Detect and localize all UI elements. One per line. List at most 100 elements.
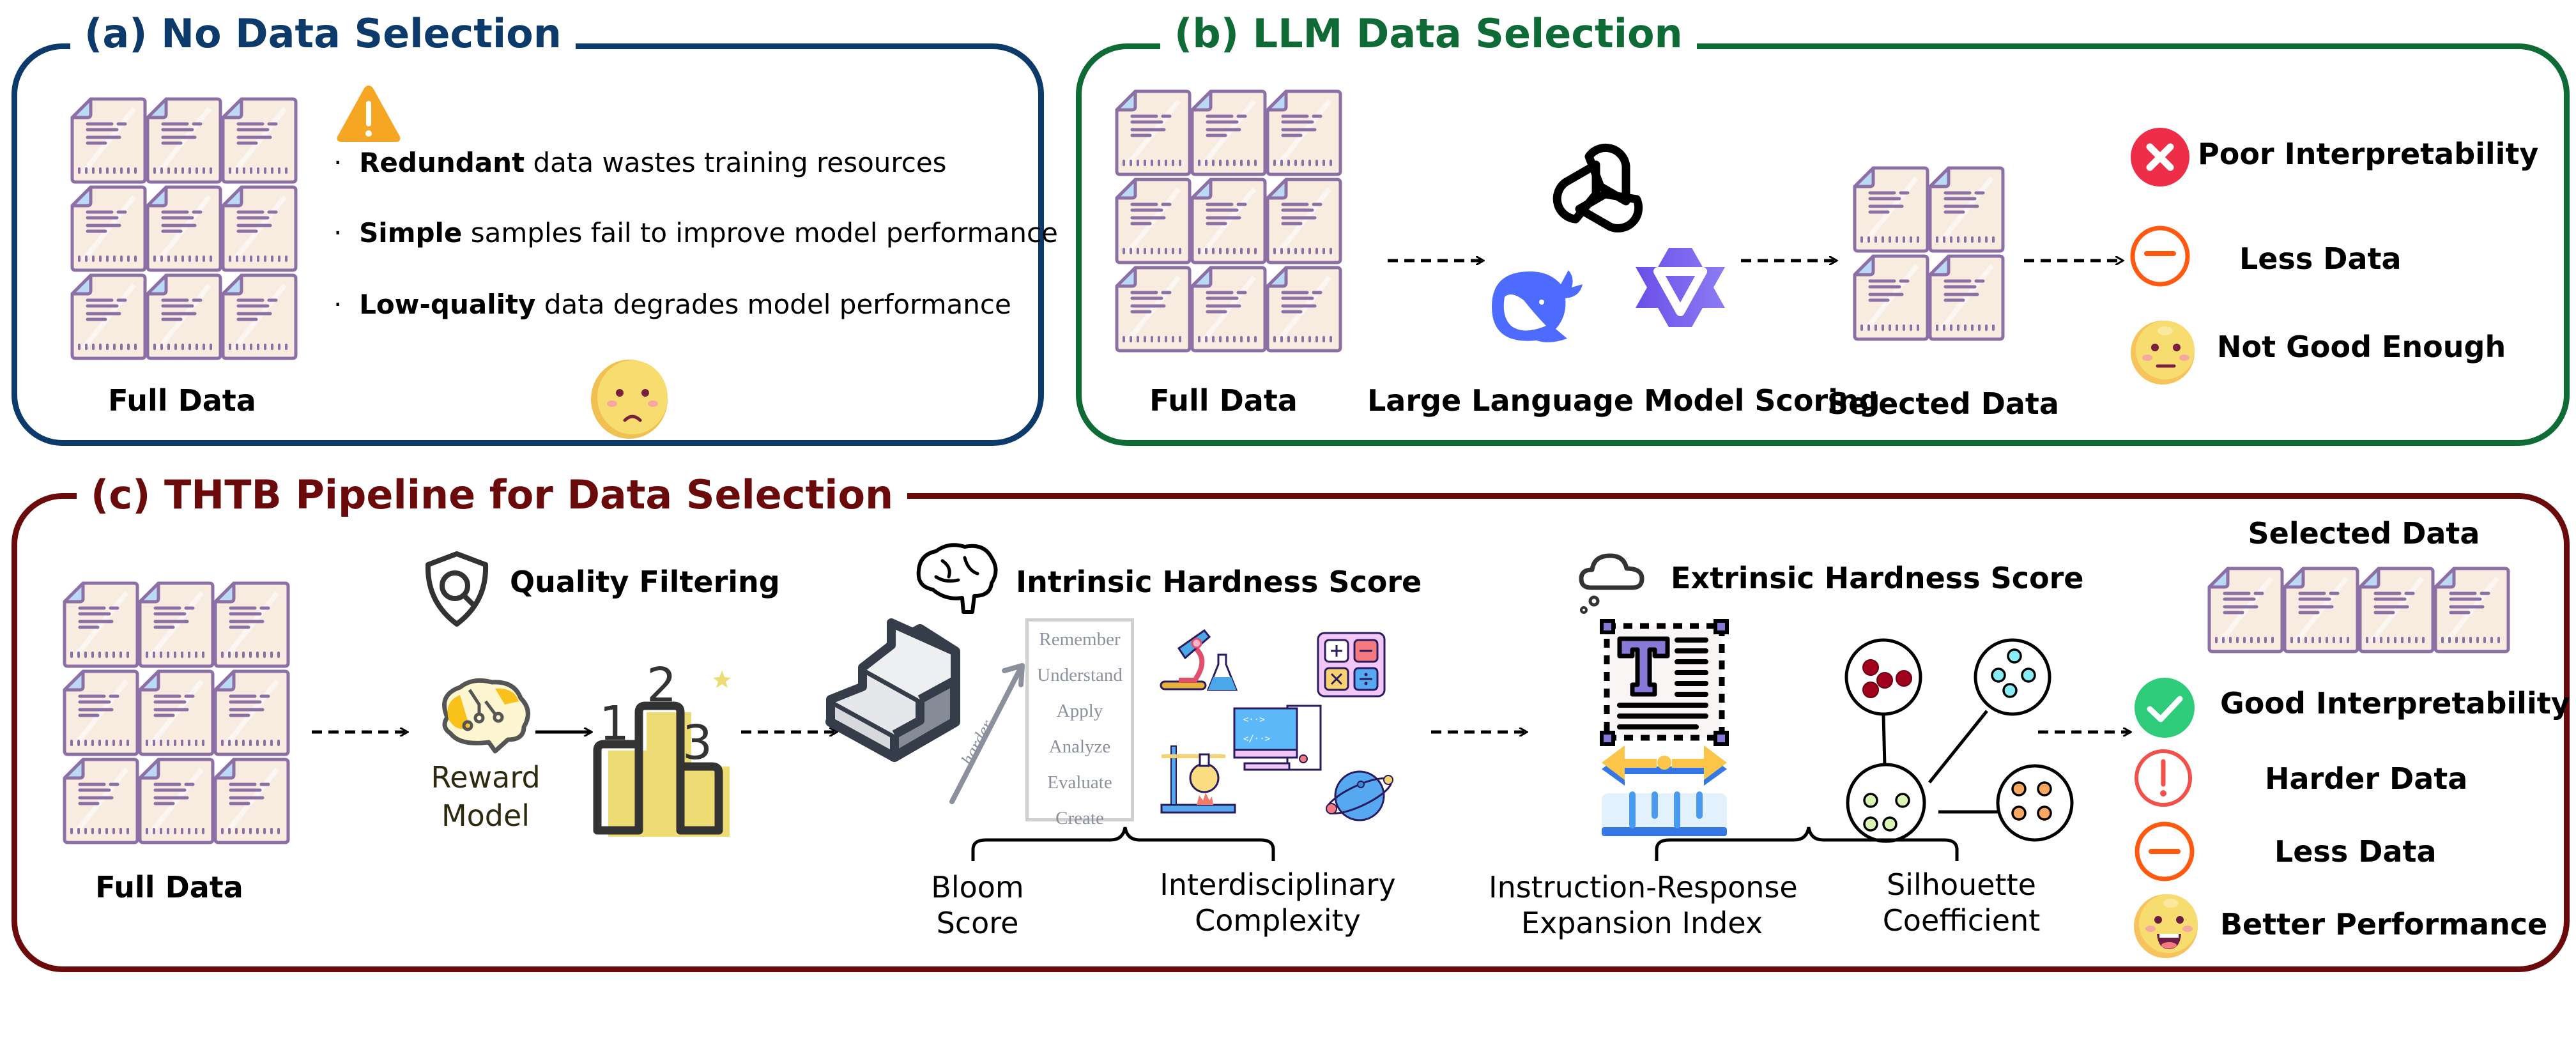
bullet-bold: Simple — [359, 217, 463, 248]
document-icon — [2358, 565, 2435, 655]
happy-face-icon — [2134, 894, 2198, 958]
dashed-arrow — [1431, 726, 1533, 738]
document-icon — [1928, 253, 2005, 342]
panel-c-full-data-label: Full Data — [95, 870, 243, 904]
document-icon — [70, 96, 147, 185]
less-data-label: Less Data — [2239, 241, 2402, 276]
podium-number-3: 3 — [682, 715, 712, 770]
bullet-text: data wastes training resources — [525, 147, 947, 178]
document-icon — [1115, 264, 1192, 354]
document-icon — [63, 756, 139, 846]
bloom-level: Understand — [1037, 665, 1123, 685]
less-data-label: Less Data — [2274, 834, 2437, 869]
reward-model-label-line2: Model — [441, 798, 530, 833]
document-icon — [213, 756, 290, 846]
panel-b-title: (b) LLM Data Selection — [1160, 11, 1697, 56]
podium-number-1: 1 — [599, 696, 629, 751]
full-data-doc-grid — [70, 96, 300, 364]
extrinsic-brace — [1655, 827, 1959, 861]
bullet-dot: · — [334, 217, 360, 248]
bloom-score-label-line1: Bloom — [931, 870, 1024, 904]
calculator-icon — [1317, 632, 1386, 698]
document-icon — [1853, 253, 1929, 342]
dashed-arrow — [1388, 254, 1490, 267]
document-icon — [221, 184, 298, 273]
document-icon — [213, 668, 290, 758]
document-icon — [2434, 565, 2510, 655]
star-icon — [713, 671, 731, 688]
silhouette-label-line1: Silhouette — [1887, 867, 2036, 902]
bloom-level: Analyze — [1048, 736, 1111, 757]
ir-expansion-label-line1: Instruction-Response — [1489, 870, 1798, 904]
document-icon — [221, 96, 298, 185]
intrinsic-hardness-heading: Intrinsic Hardness Score — [1016, 565, 1422, 599]
bloom-score-label-line2: Score — [936, 906, 1019, 940]
bloom-level: Evaluate — [1047, 772, 1112, 793]
code-tag-glyph: </··> — [1243, 734, 1270, 744]
minus-circle-icon — [2135, 821, 2195, 881]
bullet-text: data degrades model performance — [535, 289, 1011, 320]
harder-arrow: harder — [949, 663, 1025, 804]
not-good-enough-label: Not Good Enough — [2217, 330, 2506, 364]
reward-model-label-line1: Reward — [431, 760, 540, 795]
podium-number-2: 2 — [647, 658, 677, 713]
good-interpretability-label: Good Interpretability — [2220, 686, 2570, 721]
document-icon — [138, 580, 215, 669]
warning-icon — [337, 86, 401, 142]
document-icon — [1266, 88, 1342, 178]
document-icon — [1853, 165, 1929, 254]
qwen-logo-icon — [1636, 248, 1725, 327]
quality-filtering-heading: Quality Filtering — [510, 565, 780, 599]
document-icon — [146, 272, 222, 362]
document-icon — [221, 272, 298, 362]
check-circle-icon — [2135, 678, 2195, 738]
harder-data-label: Harder Data — [2265, 761, 2468, 796]
bullet-text: samples fail to improve model performanc… — [462, 217, 1058, 248]
bloom-level: Create — [1055, 808, 1104, 828]
document-icon — [146, 184, 222, 273]
bullet-redundant: · Redundant data wastes training resourc… — [334, 147, 947, 178]
sad-face-icon — [591, 360, 668, 439]
document-icon — [1928, 165, 2005, 254]
podium-ranking-icon: 1 2 3 — [593, 658, 731, 837]
neutral-face-icon — [2131, 321, 2195, 385]
document-icon — [1190, 264, 1267, 354]
solid-arrow — [535, 726, 599, 738]
panel-a-title: (a) No Data Selection — [70, 11, 576, 56]
thtb-selected-doc-row — [2207, 565, 2508, 658]
bloom-level: Remember — [1039, 629, 1121, 650]
document-icon — [138, 756, 215, 846]
silhouette-label-line2: Coefficient — [1882, 903, 2041, 938]
interdisciplinary-label-line1: Interdisciplinary — [1160, 867, 1396, 902]
staircase-icon — [825, 618, 960, 762]
intrinsic-brace — [971, 827, 1275, 861]
document-icon — [1115, 176, 1192, 266]
dashed-arrow — [312, 726, 414, 738]
planet-icon — [1326, 770, 1393, 821]
document-icon — [213, 580, 290, 669]
microscope-flask-icon — [1160, 629, 1238, 691]
x-circle-icon — [2131, 128, 2189, 187]
llm-scoring-label: Large Language Model Scoring — [1367, 383, 1880, 418]
document-icon — [1266, 176, 1342, 266]
document-icon — [2207, 565, 2284, 655]
ir-expansion-label-line2: Expansion Index — [1521, 906, 1763, 940]
dashed-arrow — [2024, 254, 2129, 267]
bullet-bold: Redundant — [359, 147, 525, 178]
document-icon — [63, 668, 139, 758]
llm-selected-doc-grid — [1853, 165, 2006, 344]
chemistry-burner-icon — [1160, 745, 1236, 814]
llm-full-data-doc-grid — [1115, 88, 1345, 356]
reward-model-brain-icon — [442, 678, 530, 754]
extrinsic-hardness-heading: Extrinsic Hardness Score — [1671, 561, 2084, 595]
document-icon — [1190, 176, 1267, 266]
text-expand-icon — [1600, 619, 1729, 836]
document-icon — [63, 580, 139, 669]
poor-interpretability-label: Poor Interpretability — [2198, 137, 2539, 171]
minus-circle-icon — [2130, 225, 2190, 287]
bloom-level: Apply — [1056, 701, 1103, 721]
document-icon — [1115, 88, 1192, 178]
dashed-arrow — [1741, 254, 1843, 267]
thtb-selected-data-label: Selected Data — [2248, 516, 2480, 551]
exclaim-circle-icon — [2135, 749, 2192, 807]
